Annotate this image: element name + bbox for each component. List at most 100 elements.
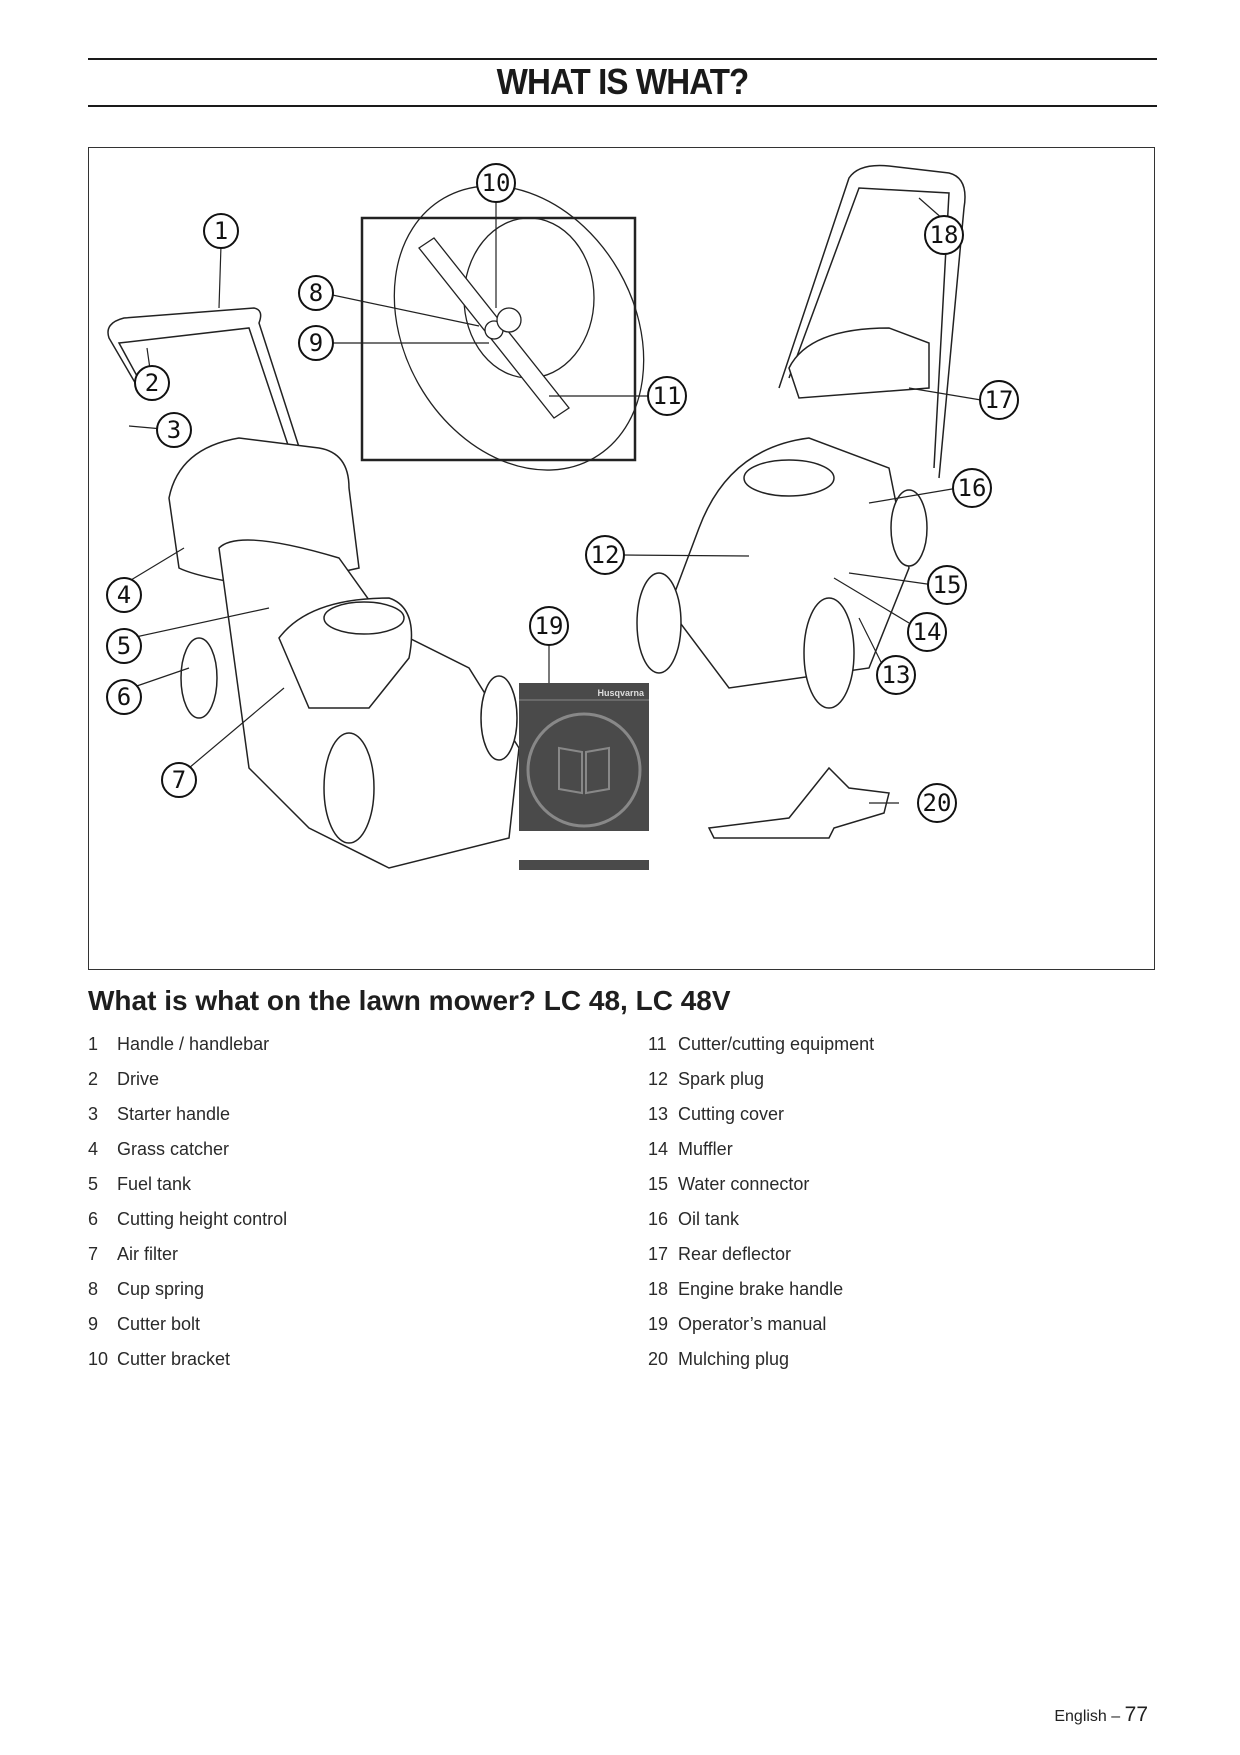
svg-text:12: 12 (591, 541, 620, 569)
svg-text:1: 1 (214, 217, 228, 245)
item-label: Muffler (678, 1139, 733, 1159)
item-label: Cutting cover (678, 1104, 785, 1124)
svg-text:19: 19 (535, 612, 564, 640)
item-label: Air filter (117, 1244, 179, 1264)
svg-text:20: 20 (923, 789, 952, 817)
book-icon (526, 712, 642, 828)
item-number: 4 (88, 1139, 99, 1159)
item-number: 18 (648, 1279, 669, 1299)
lawn-mower-illustration: Husqvarna (106, 163, 1019, 870)
callout-20: 20 (917, 783, 957, 823)
item-label: Operator’s manual (678, 1314, 827, 1334)
item-number: 3 (88, 1104, 99, 1124)
callout-1: 1 (203, 213, 239, 249)
callout-10: 10 (476, 163, 516, 203)
item-label: Starter handle (117, 1104, 231, 1124)
svg-text:17: 17 (985, 386, 1014, 414)
callout-16: 16 (952, 468, 992, 508)
item-label: Rear deflector (678, 1244, 792, 1264)
item-label: Grass catcher (117, 1139, 230, 1159)
callout-2: 2 (134, 365, 170, 401)
list-item: 19 Operator’s manual (648, 1312, 874, 1347)
item-label: Engine brake handle (678, 1279, 844, 1299)
item-label: Mulching plug (678, 1349, 790, 1369)
item-label: Cutting height control (117, 1209, 288, 1229)
list-item: 13 Cutting cover (648, 1102, 874, 1137)
item-label: Oil tank (678, 1209, 740, 1229)
svg-text:4: 4 (117, 581, 131, 609)
list-item: 14 Muffler (648, 1137, 874, 1172)
item-number: 16 (648, 1209, 669, 1229)
list-item: 5 Fuel tank (88, 1172, 287, 1207)
callout-13: 13 (876, 655, 916, 695)
item-number: 7 (88, 1244, 99, 1264)
page-title: WHAT IS WHAT? (496, 61, 750, 102)
list-item: 16 Oil tank (648, 1207, 874, 1242)
operators-manual-illustration: Husqvarna (519, 683, 649, 870)
list-item: 7 Air filter (88, 1242, 287, 1277)
svg-text:2: 2 (145, 369, 159, 397)
item-number: 8 (88, 1279, 99, 1299)
item-label: Drive (117, 1069, 160, 1089)
item-label: Handle / handlebar (117, 1034, 270, 1054)
item-label: Fuel tank (117, 1174, 192, 1194)
item-number: 11 (648, 1034, 667, 1054)
item-label: Cutter bolt (117, 1314, 201, 1334)
manual-brand: Husqvarna (597, 688, 645, 698)
footer-separator: – (1111, 1708, 1121, 1725)
callout-9: 9 (298, 325, 334, 361)
blade-detail-inset (360, 185, 645, 471)
page-footer: English – 77 (1054, 1703, 1148, 1727)
list-item: 3 Starter handle (88, 1102, 287, 1137)
header-rule-top (88, 58, 1157, 60)
item-number: 12 (648, 1069, 669, 1089)
callout-3: 3 (156, 412, 192, 448)
svg-text:5: 5 (117, 632, 131, 660)
item-number: 14 (648, 1139, 669, 1159)
list-item: 1 Handle / handlebar (88, 1032, 287, 1067)
svg-text:6: 6 (117, 683, 131, 711)
item-label: Spark plug (678, 1069, 765, 1089)
list-item: 6 Cutting height control (88, 1207, 287, 1242)
header-rule-bottom (88, 105, 1157, 107)
svg-text:14: 14 (913, 618, 942, 646)
callout-18: 18 (924, 215, 964, 255)
mulching-plug-illustration (707, 766, 890, 839)
callout-12: 12 (585, 535, 625, 575)
callout-leader-lines (128, 197, 982, 804)
svg-text:11: 11 (653, 382, 682, 410)
item-number: 13 (648, 1104, 669, 1124)
item-number: 19 (648, 1314, 669, 1334)
svg-text:7: 7 (172, 766, 186, 794)
item-number: 10 (88, 1349, 109, 1369)
svg-text:9: 9 (309, 329, 323, 357)
item-number: 20 (648, 1349, 669, 1369)
item-number: 5 (88, 1174, 99, 1194)
list-item: 18 Engine brake handle (648, 1277, 874, 1312)
svg-text:16: 16 (958, 474, 987, 502)
callout-8: 8 (298, 275, 334, 311)
section-title: What is what on the lawn mower? LC 48, L… (88, 985, 731, 1016)
item-number: 6 (88, 1209, 99, 1229)
callout-6: 6 (106, 679, 142, 715)
page-number: 77 (1124, 1703, 1148, 1726)
list-item: 20 Mulching plug (648, 1347, 874, 1382)
svg-text:8: 8 (309, 279, 323, 307)
list-item: 4 Grass catcher (88, 1137, 287, 1172)
list-item: 12 Spark plug (648, 1067, 874, 1102)
svg-text:3: 3 (167, 416, 181, 444)
item-number: 1 (88, 1034, 99, 1054)
left-mower-drawing (107, 307, 520, 869)
item-number: 17 (648, 1244, 669, 1264)
svg-text:13: 13 (882, 661, 911, 689)
svg-text:10: 10 (482, 169, 511, 197)
callout-19: 19 (529, 606, 569, 646)
callout-17: 17 (979, 380, 1019, 420)
callout-11: 11 (647, 376, 687, 416)
